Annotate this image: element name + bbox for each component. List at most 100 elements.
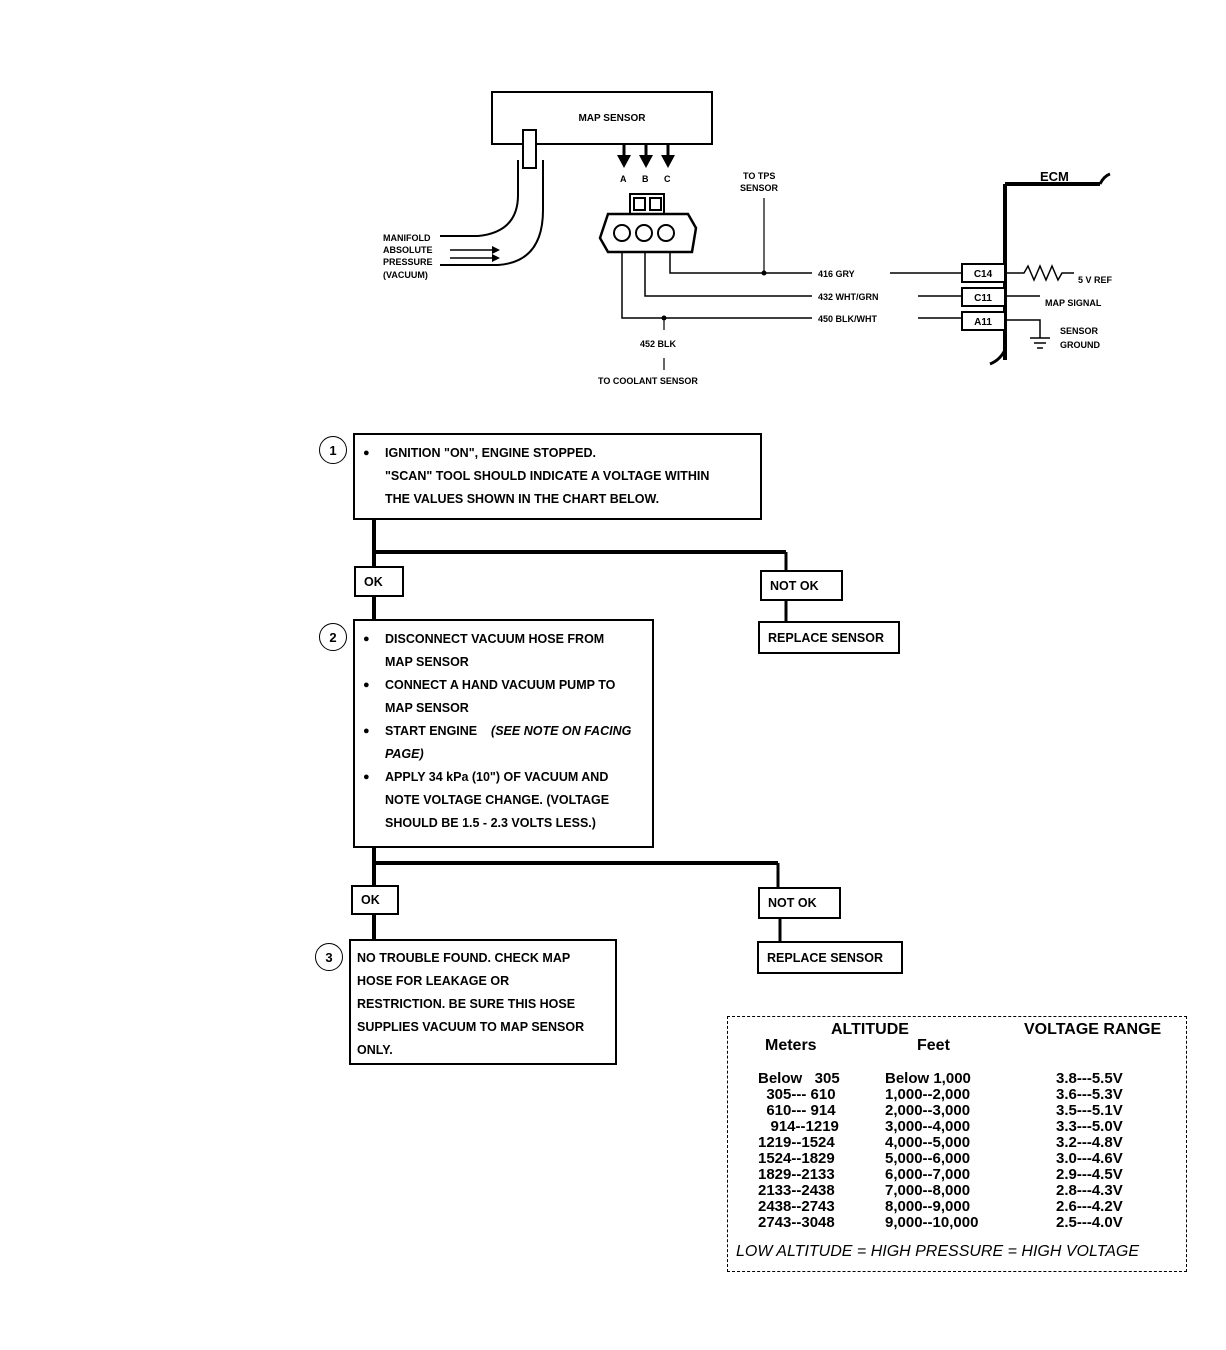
feet-cell: Below 1,000 xyxy=(885,1070,971,1087)
resistor-icon xyxy=(1005,264,1074,282)
step-2-b1-l2: MAP SENSOR xyxy=(385,655,469,669)
pin-c-label: C xyxy=(664,174,671,184)
feet-cell: 7,000--8,000 xyxy=(885,1182,971,1199)
bullet-icon: ● xyxy=(363,725,370,737)
feet-cell: 3,000--4,000 xyxy=(885,1118,971,1135)
not-ok-2-label: NOT OK xyxy=(768,896,817,910)
not-ok-1-box: NOT OK xyxy=(760,570,843,601)
step-2-b4-l3: SHOULD BE 1.5 - 2.3 VOLTS LESS.) xyxy=(385,816,596,830)
pin-a11: A11 xyxy=(974,317,992,328)
five-v-ref-label: 5 V REF xyxy=(1078,275,1113,285)
step-2-b3-a: START ENGINE xyxy=(385,724,478,738)
step-2-b3-b: (SEE NOTE ON FACING xyxy=(491,724,632,738)
table-footer: LOW ALTITUDE = HIGH PRESSURE = HIGH VOLT… xyxy=(736,1243,1140,1260)
vacuum-port xyxy=(522,129,537,169)
meters-cell: 1219--1524 xyxy=(758,1134,835,1151)
step-2-b4-l2: NOTE VOLTAGE CHANGE. (VOLTAGE xyxy=(385,793,610,807)
step-2-box: ●DISCONNECT VACUUM HOSE FROM MAP SENSOR … xyxy=(353,619,654,848)
ok-1-label: OK xyxy=(364,574,383,589)
feet-cell: 8,000--9,000 xyxy=(885,1198,971,1215)
voltage-cell: 3.6---5.3V xyxy=(1056,1086,1123,1103)
step-2-b2-l2: MAP SENSOR xyxy=(385,701,469,715)
step-2-b4-l1: APPLY 34 kPa (10") OF VACUUM AND xyxy=(385,770,609,784)
feet-cell: 6,000--7,000 xyxy=(885,1166,971,1183)
wire-416-label: 416 GRY xyxy=(818,269,855,279)
feet-cell: 1,000--2,000 xyxy=(885,1086,971,1103)
not-ok-1-label: NOT OK xyxy=(770,578,819,593)
meters-cell: 2438--2743 xyxy=(758,1198,835,1215)
step-2-b2-l1: CONNECT A HAND VACUUM PUMP TO xyxy=(385,678,616,692)
voltage-cell: 3.3---5.0V xyxy=(1056,1118,1123,1135)
not-ok-2-box: NOT OK xyxy=(758,887,841,919)
voltage-cell: 3.0---4.6V xyxy=(1056,1150,1123,1167)
manifold-label-3: PRESSURE xyxy=(383,257,433,267)
replace-sensor-2-box: REPLACE SENSOR xyxy=(757,941,903,974)
pin-arrows xyxy=(617,144,675,168)
step-2-number: 2 xyxy=(319,623,347,651)
meters-cell: 610--- 914 xyxy=(758,1102,836,1119)
meters-cell: Below 305 xyxy=(758,1070,840,1087)
altitude-header: ALTITUDE xyxy=(831,1021,909,1038)
wire-450-label: 450 BLK/WHT xyxy=(818,314,878,324)
meters-header: Meters xyxy=(765,1037,817,1054)
ground-icon xyxy=(1030,337,1050,349)
step-3-line-4: SUPPLIES VACUUM TO MAP SENSOR xyxy=(357,1020,585,1034)
replace-sensor-1-label: REPLACE SENSOR xyxy=(768,630,884,645)
step-2-b3-c: PAGE) xyxy=(385,747,424,761)
wire-432-label: 432 WHT/GRN xyxy=(818,292,879,302)
map-signal-label: MAP SIGNAL xyxy=(1045,298,1102,308)
pin-c11: C11 xyxy=(974,293,992,304)
ok-1-box: OK xyxy=(354,566,404,597)
to-coolant-label: TO COOLANT SENSOR xyxy=(598,376,698,386)
voltage-cell: 2.5---4.0V xyxy=(1056,1214,1123,1231)
feet-cell: 5,000--6,000 xyxy=(885,1150,971,1167)
step-3-number: 3 xyxy=(315,943,343,971)
step-1-line-3: THE VALUES SHOWN IN THE CHART BELOW. xyxy=(385,492,660,506)
sensor-ground-label-1: SENSOR xyxy=(1060,326,1099,336)
bullet-icon: ● xyxy=(363,633,370,645)
step-1-line-2: "SCAN" TOOL SHOULD INDICATE A VOLTAGE WI… xyxy=(385,469,710,483)
step-1-line-1: IGNITION "ON", ENGINE STOPPED. xyxy=(385,446,596,460)
voltage-cell: 3.5---5.1V xyxy=(1056,1102,1123,1119)
voltage-cell: 2.8---4.3V xyxy=(1056,1182,1123,1199)
manifold-label-1: MANIFOLD xyxy=(383,233,431,243)
ok-2-box: OK xyxy=(351,885,399,915)
step-2-b1-l1: DISCONNECT VACUUM HOSE FROM xyxy=(385,632,605,646)
map-sensor-label: MAP SENSOR xyxy=(578,113,646,124)
bullet-icon: ● xyxy=(363,771,370,783)
voltage-range-header: VOLTAGE RANGE xyxy=(1024,1021,1162,1038)
pin-a-label: A xyxy=(620,174,627,184)
meters-cell: 1829--2133 xyxy=(758,1166,835,1183)
step-3-line-1: NO TROUBLE FOUND. CHECK MAP xyxy=(357,951,571,965)
vacuum-hose xyxy=(440,160,519,237)
step-3-line-2: HOSE FOR LEAKAGE OR xyxy=(357,974,510,988)
map-connector xyxy=(598,193,698,254)
wire-452-label: 452 BLK xyxy=(640,339,677,349)
feet-cell: 4,000--5,000 xyxy=(885,1134,971,1151)
step-3-line-3: RESTRICTION. BE SURE THIS HOSE xyxy=(357,997,576,1011)
meters-cell: 305--- 610 xyxy=(758,1086,836,1103)
bullet-icon: ● xyxy=(363,447,370,459)
voltage-cell: 2.9---4.5V xyxy=(1056,1166,1123,1183)
to-tps-label-2: SENSOR xyxy=(740,183,779,193)
voltage-cell: 3.2---4.8V xyxy=(1056,1134,1123,1151)
step-3-box: NO TROUBLE FOUND. CHECK MAP HOSE FOR LEA… xyxy=(349,939,617,1065)
pin-b-label: B xyxy=(642,174,649,184)
vacuum-hose-outer xyxy=(440,160,544,266)
feet-cell: 2,000--3,000 xyxy=(885,1102,971,1119)
meters-column: Below 305 305--- 610 610--- 914 914--121… xyxy=(758,1071,840,1231)
step-3-line-5: ONLY. xyxy=(357,1043,393,1057)
step-1-box: ● IGNITION "ON", ENGINE STOPPED. "SCAN" T… xyxy=(353,433,762,520)
pin-c14: C14 xyxy=(974,269,993,280)
sensor-ground-label-2: GROUND xyxy=(1060,340,1100,350)
replace-sensor-1-box: REPLACE SENSOR xyxy=(758,621,900,654)
manifold-label-2: ABSOLUTE xyxy=(383,245,433,255)
bullet-icon: ● xyxy=(363,679,370,691)
meters-cell: 2743--3048 xyxy=(758,1214,835,1231)
ok-2-label: OK xyxy=(361,893,380,907)
ecm-label: ECM xyxy=(1040,169,1069,184)
feet-header: Feet xyxy=(917,1037,950,1054)
